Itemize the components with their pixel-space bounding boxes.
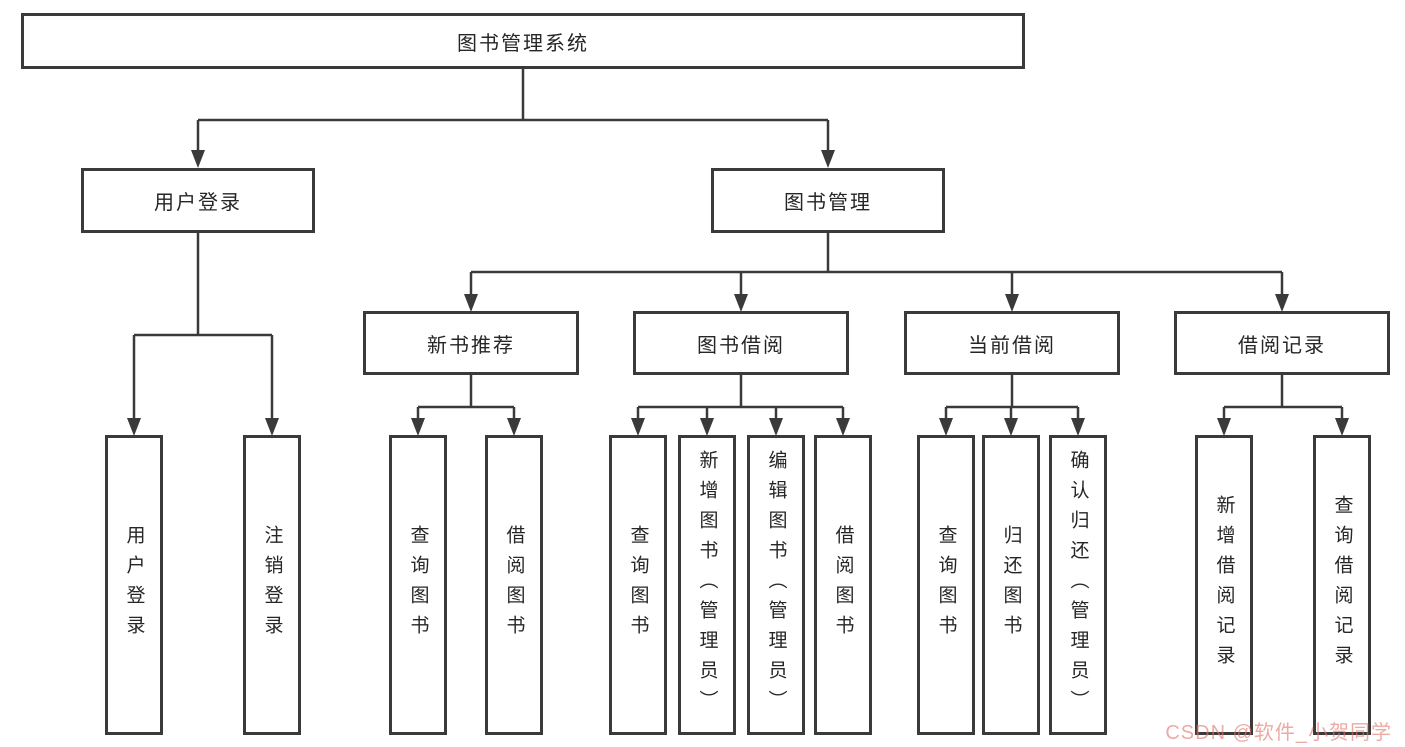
node-book-borrowing: 图书借阅	[633, 311, 849, 375]
node-leaf-confirm-return-admin: 确认归还（管理员）	[1049, 435, 1107, 735]
node-leaf-query-borrow-record: 查询借阅记录	[1313, 435, 1371, 735]
node-leaf-add-borrow-record: 新增借阅记录	[1195, 435, 1253, 735]
node-leaf-borrow-books-borrowing: 借阅图书	[814, 435, 872, 735]
node-label: 查询图书	[935, 525, 957, 645]
node-new-book-recommendation: 新书推荐	[363, 311, 579, 375]
node-label: 用户登录	[154, 192, 242, 214]
node-leaf-query-books-recommend: 查询图书	[389, 435, 447, 735]
node-label: 查询图书	[407, 525, 429, 645]
node-current-borrowing: 当前借阅	[904, 311, 1120, 375]
node-label: 借阅图书	[832, 525, 854, 645]
connector-segments	[132, 69, 1344, 420]
node-leaf-query-books-borrowing: 查询图书	[609, 435, 667, 735]
node-label: 注销登录	[261, 525, 283, 645]
node-label: 编辑图书（管理员）	[765, 450, 787, 720]
node-label: 新书推荐	[427, 334, 515, 357]
node-label: 图书借阅	[697, 334, 785, 357]
node-book-management: 图书管理	[711, 168, 945, 233]
node-leaf-user-login: 用户登录	[105, 435, 163, 735]
node-label: 图书管理系统	[457, 32, 589, 55]
node-leaf-logout: 注销登录	[243, 435, 301, 735]
node-label: 归还图书	[1000, 525, 1022, 645]
node-label: 用户登录	[123, 525, 145, 645]
node-user-login: 用户登录	[81, 168, 315, 233]
arrowhead-icons	[127, 150, 1349, 436]
node-leaf-edit-books-admin: 编辑图书（管理员）	[747, 435, 805, 735]
node-leaf-query-books-current: 查询图书	[917, 435, 975, 735]
node-leaf-return-books: 归还图书	[982, 435, 1040, 735]
node-leaf-borrow-books-recommend: 借阅图书	[485, 435, 543, 735]
node-label: 确认归还（管理员）	[1067, 450, 1089, 720]
csdn-watermark: CSDN @软件_小贺同学	[1165, 722, 1392, 744]
node-borrowing-records: 借阅记录	[1174, 311, 1390, 375]
node-library-management-system: 图书管理系统	[21, 13, 1025, 69]
node-leaf-add-books-admin: 新增图书（管理员）	[678, 435, 736, 735]
node-label: 新增图书（管理员）	[696, 450, 718, 720]
node-label: 借阅图书	[503, 525, 525, 645]
node-label: 查询借阅记录	[1331, 495, 1353, 675]
node-label: 当前借阅	[968, 334, 1056, 357]
node-label: 图书管理	[784, 192, 872, 214]
node-label: 借阅记录	[1238, 334, 1326, 357]
node-label: 查询图书	[627, 525, 649, 645]
node-label: 新增借阅记录	[1213, 495, 1235, 675]
